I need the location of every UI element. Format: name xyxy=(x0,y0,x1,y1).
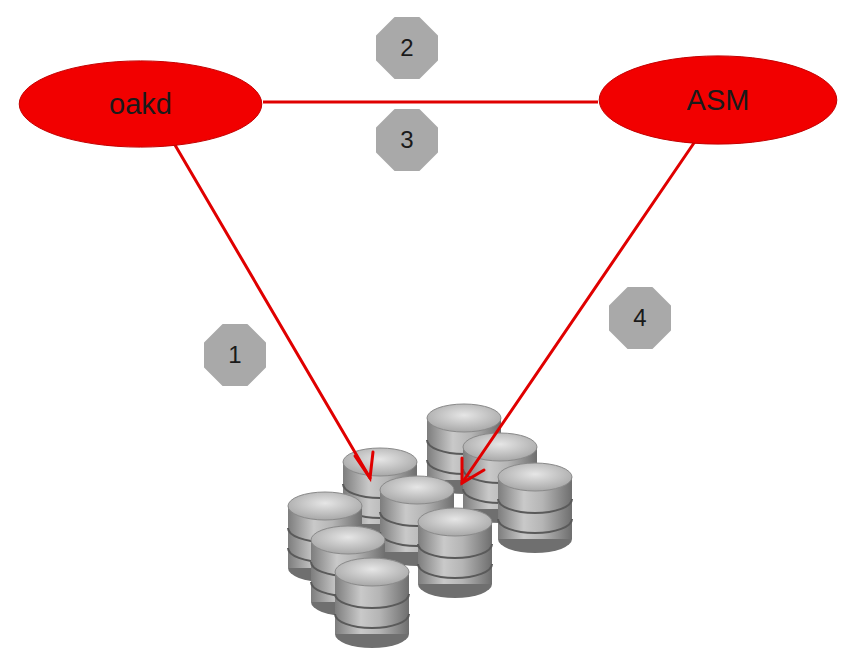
callout-number: 3 xyxy=(376,109,438,171)
callout-text: 3 xyxy=(400,126,413,154)
callout-number: 4 xyxy=(609,287,671,349)
node-label: ASM xyxy=(687,84,750,117)
callout-text: 4 xyxy=(633,304,646,332)
callout-number: 1 xyxy=(204,324,266,386)
callout-text: 2 xyxy=(400,34,413,62)
process-ellipse: oakd xyxy=(18,60,263,148)
callout-text: 1 xyxy=(228,341,241,369)
callout-number: 2 xyxy=(376,17,438,79)
node-label: oakd xyxy=(109,88,172,121)
process-ellipse: ASM xyxy=(598,55,838,145)
connector-line xyxy=(263,102,598,103)
